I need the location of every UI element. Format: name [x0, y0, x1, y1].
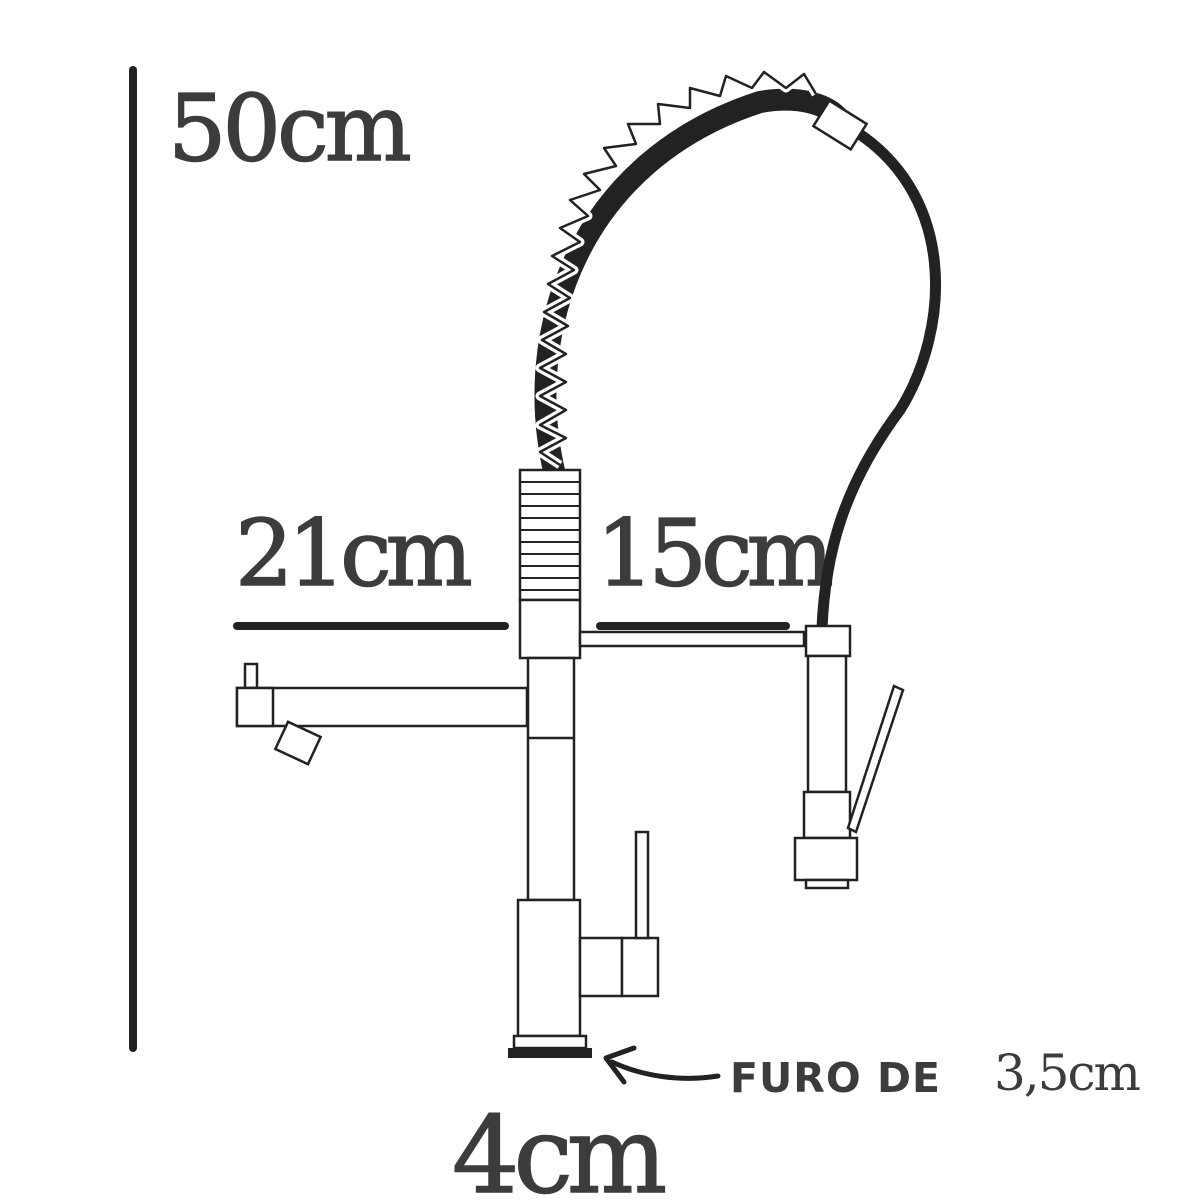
- sprayer-nozzle: [804, 878, 850, 890]
- main-column: [526, 656, 576, 902]
- sprayer-arm: [578, 630, 806, 648]
- hole-arrow: [603, 1045, 721, 1085]
- right-reach-label: 15cm: [596, 500, 832, 607]
- left-reach-label: 21cm: [235, 500, 471, 607]
- base-hole-bar: [508, 1048, 592, 1058]
- sprayer-trigger: [846, 684, 905, 834]
- sprayer-hose: [816, 119, 941, 634]
- valve-cap: [620, 936, 660, 998]
- spring-base: [518, 468, 582, 602]
- hole-label: FURO DE: [730, 1054, 941, 1102]
- spout: [235, 662, 529, 766]
- height-label: 50cm: [168, 75, 410, 182]
- spring-hose: [534, 67, 851, 486]
- lever-handle: [634, 830, 650, 940]
- sprayer-body: [806, 654, 848, 794]
- hole-value: 3,5cm: [994, 1044, 1141, 1102]
- sprayer-head: [793, 836, 859, 882]
- valve-body: [516, 898, 582, 1038]
- valve-stem: [578, 936, 624, 998]
- hose-connector: [811, 98, 869, 152]
- sprayer-holder: [804, 624, 852, 658]
- sprayer-collar: [802, 790, 852, 840]
- upper-collar: [518, 598, 582, 660]
- base-label: 4cm: [452, 1094, 665, 1200]
- base-plate: [512, 1034, 588, 1050]
